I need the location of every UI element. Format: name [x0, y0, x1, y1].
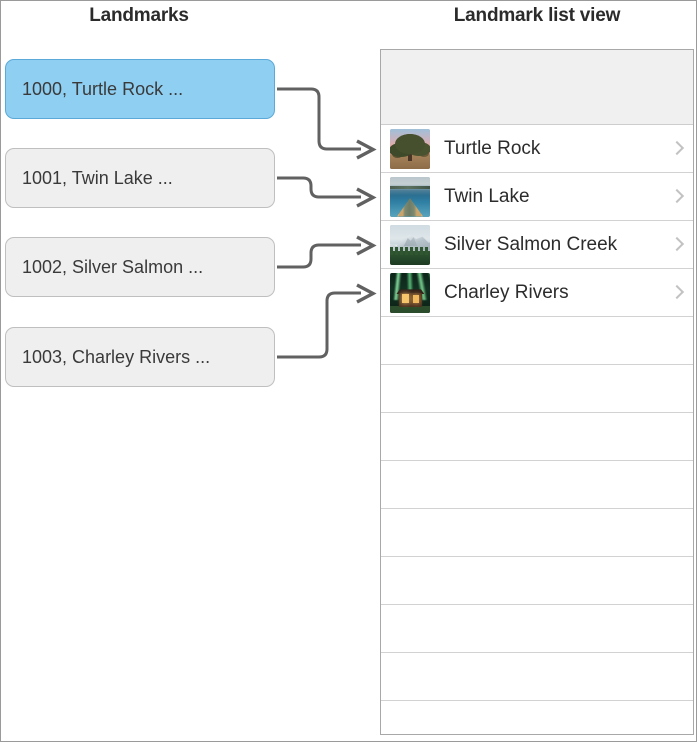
list-item-twin-lake[interactable]: Twin Lake [381, 173, 693, 221]
chevron-right-icon[interactable] [671, 187, 683, 207]
entity-box-label: 1003, Charley Rivers ... [22, 346, 211, 367]
right-column-title: Landmark list view [453, 5, 621, 26]
connector-arrow-1000 [277, 87, 377, 160]
list-item-empty [381, 317, 693, 365]
aurora-cabin-thumbnail [390, 272, 430, 313]
entity-box-label: 1002, Silver Salmon ... [22, 256, 204, 277]
connector-arrow-1002 [277, 235, 377, 269]
list-item-empty [381, 509, 693, 557]
joshua-tree-sunset-thumbnail [390, 128, 430, 169]
list-item-empty [381, 413, 693, 461]
entity-box-1001[interactable]: 1001, Twin Lake ... [5, 148, 275, 208]
entity-box-label: 1000, Turtle Rock ... [22, 78, 184, 99]
landmark-list-view[interactable]: Turtle Rock Twin Lake [380, 49, 694, 735]
list-item-label: Charley Rivers [444, 281, 569, 303]
chevron-right-icon[interactable] [671, 139, 683, 159]
list-item-empty [381, 461, 693, 509]
list-item-charley-rivers[interactable]: Charley Rivers [381, 269, 693, 317]
entity-box-1000[interactable]: 1000, Turtle Rock ... [5, 59, 275, 119]
list-item-label: Twin Lake [444, 185, 530, 207]
entity-box-label: 1001, Twin Lake ... [22, 167, 173, 188]
empty-rows-container [381, 317, 693, 734]
chevron-right-icon[interactable] [671, 283, 683, 303]
connector-arrow-1001 [277, 176, 377, 208]
canoe-on-lake-thumbnail [390, 176, 430, 217]
list-item-empty [381, 653, 693, 701]
list-item-label: Turtle Rock [444, 137, 541, 159]
entity-box-1003[interactable]: 1003, Charley Rivers ... [5, 327, 275, 387]
list-item-empty [381, 605, 693, 653]
list-item-label: Silver Salmon Creek [444, 233, 618, 255]
left-column-title: Landmarks [89, 5, 189, 26]
list-item-silver-salmon-creek[interactable]: Silver Salmon Creek [381, 221, 693, 269]
list-item-empty [381, 701, 693, 734]
list-view-header [381, 50, 693, 125]
snowy-mountain-thumbnail [390, 224, 430, 265]
list-item-empty [381, 557, 693, 605]
connector-arrow-1003 [277, 283, 377, 359]
list-item-turtle-rock[interactable]: Turtle Rock [381, 125, 693, 173]
entity-box-1002[interactable]: 1002, Silver Salmon ... [5, 237, 275, 297]
list-item-empty [381, 365, 693, 413]
chevron-right-icon[interactable] [671, 235, 683, 255]
